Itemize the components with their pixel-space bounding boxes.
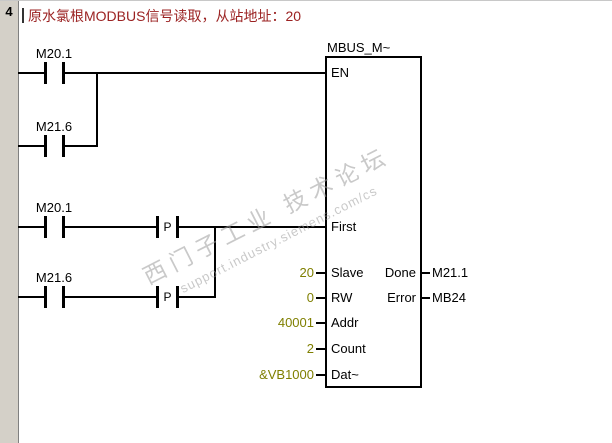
pin-stub xyxy=(316,272,325,274)
no-contact-m20-1-en[interactable] xyxy=(44,62,65,84)
contact-operand[interactable]: M20.1 xyxy=(35,46,73,61)
pin-addr: Addr xyxy=(331,315,359,330)
wire xyxy=(18,226,44,228)
pin-done: Done xyxy=(384,265,416,280)
pin-count: Count xyxy=(331,341,366,356)
contact-operand[interactable]: M21.6 xyxy=(35,119,73,134)
watermark-title: 西门子工业 技术论坛 xyxy=(138,142,395,290)
network-comment[interactable]: 原水氯根MODBUS信号读取，从站地址：20 xyxy=(28,8,302,24)
value-rw[interactable]: 0 xyxy=(306,290,314,305)
value-count[interactable]: 2 xyxy=(306,341,314,356)
wire xyxy=(65,296,156,298)
pin-rw: RW xyxy=(331,290,353,305)
pin-stub xyxy=(316,374,325,376)
pin-stub xyxy=(422,272,430,274)
output-operand-error[interactable]: MB24 xyxy=(432,290,466,305)
pin-error: Error xyxy=(387,290,416,305)
pin-stub xyxy=(422,297,430,299)
value-dat[interactable]: &VB1000 xyxy=(259,367,314,382)
wire xyxy=(179,226,325,228)
network-number[interactable]: 4 xyxy=(5,4,13,19)
wire xyxy=(214,226,216,298)
pin-en: EN xyxy=(331,65,350,80)
output-operand-done[interactable]: M21.1 xyxy=(432,265,469,280)
wire xyxy=(179,296,216,298)
wire xyxy=(18,72,44,74)
comment-cursor xyxy=(22,8,24,23)
network-gutter[interactable]: 4 xyxy=(0,1,19,443)
no-contact-m21-6-en[interactable] xyxy=(44,135,65,157)
wire xyxy=(96,72,98,147)
wire xyxy=(65,145,98,147)
pin-stub xyxy=(316,322,325,324)
pin-stub xyxy=(316,297,325,299)
value-addr[interactable]: 40001 xyxy=(277,315,314,330)
edge-letter: P xyxy=(163,290,172,304)
wire xyxy=(18,145,44,147)
no-contact-m20-1-first[interactable] xyxy=(44,216,65,238)
wire xyxy=(18,296,44,298)
edge-letter: P xyxy=(163,220,172,234)
pin-dat: Dat~ xyxy=(331,367,359,382)
pin-first: First xyxy=(331,219,357,234)
value-slave[interactable]: 20 xyxy=(299,265,314,280)
function-block-box[interactable] xyxy=(325,56,422,388)
pin-slave: Slave xyxy=(331,265,364,280)
no-contact-m21-6-first[interactable] xyxy=(44,286,65,308)
wire xyxy=(65,72,325,74)
block-name[interactable]: MBUS_M~ xyxy=(327,40,391,55)
contact-operand[interactable]: M20.1 xyxy=(35,200,73,215)
positive-edge-contact[interactable]: P xyxy=(156,286,179,308)
contact-operand[interactable]: M21.6 xyxy=(35,270,73,285)
positive-edge-contact[interactable]: P xyxy=(156,216,179,238)
wire xyxy=(65,226,156,228)
pin-stub xyxy=(316,348,325,350)
